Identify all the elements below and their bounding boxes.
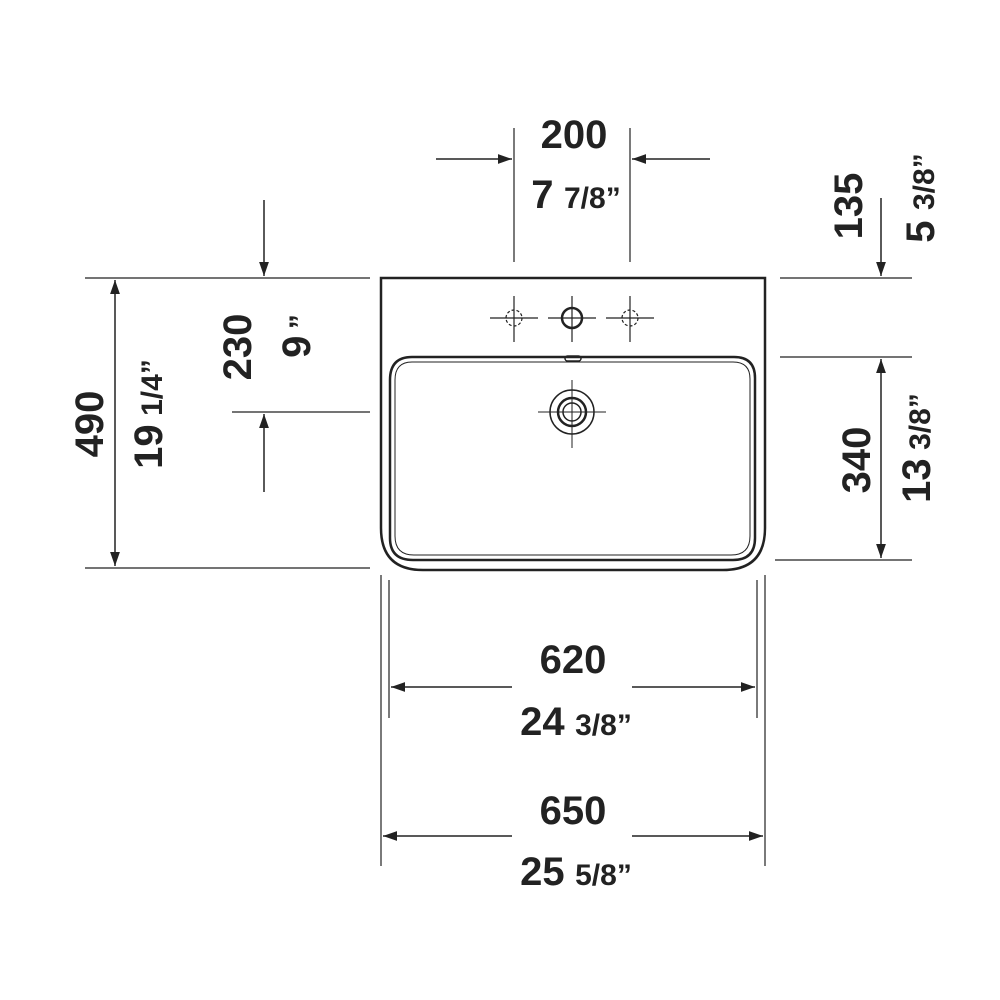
tap-hole-right-icon xyxy=(606,296,654,342)
tap-spacing-mm-label: 200 xyxy=(541,113,608,157)
basin-bowl-inner-outline xyxy=(394,361,751,556)
overflow-slot xyxy=(564,355,582,362)
basin-outer-outline xyxy=(379,276,767,572)
overall-width-inch-label: 25 5/8” xyxy=(520,850,632,894)
bowl-depth-inch-label: 13 3/8” xyxy=(895,393,939,503)
bowl-depth-mm-label: 340 xyxy=(835,427,879,494)
overall-depth-inch-label: 19 1/4” xyxy=(127,359,171,469)
tap-drain-mm-label: 230 xyxy=(216,314,260,381)
basin xyxy=(379,276,767,572)
tap-hole-left-icon xyxy=(490,296,538,342)
overflow-inch-label: 5 3/8” xyxy=(899,153,943,242)
drain-icon xyxy=(538,380,606,448)
bowl-width-mm-label: 620 xyxy=(540,638,607,682)
basin-bowl-outline xyxy=(388,355,757,562)
tap-hole-center-icon xyxy=(548,296,596,342)
tap-spacing-inch-label: 7 7/8” xyxy=(531,173,620,217)
overall-depth-mm-label: 490 xyxy=(68,391,112,458)
overflow-mm-label: 135 xyxy=(827,173,871,240)
dimension-lines xyxy=(110,154,886,841)
tap-drain-inch-label: 9 ” xyxy=(275,314,319,358)
extension-lines xyxy=(85,128,912,866)
overall-width-mm-label: 650 xyxy=(540,789,607,833)
bowl-width-inch-label: 24 3/8” xyxy=(520,700,632,744)
